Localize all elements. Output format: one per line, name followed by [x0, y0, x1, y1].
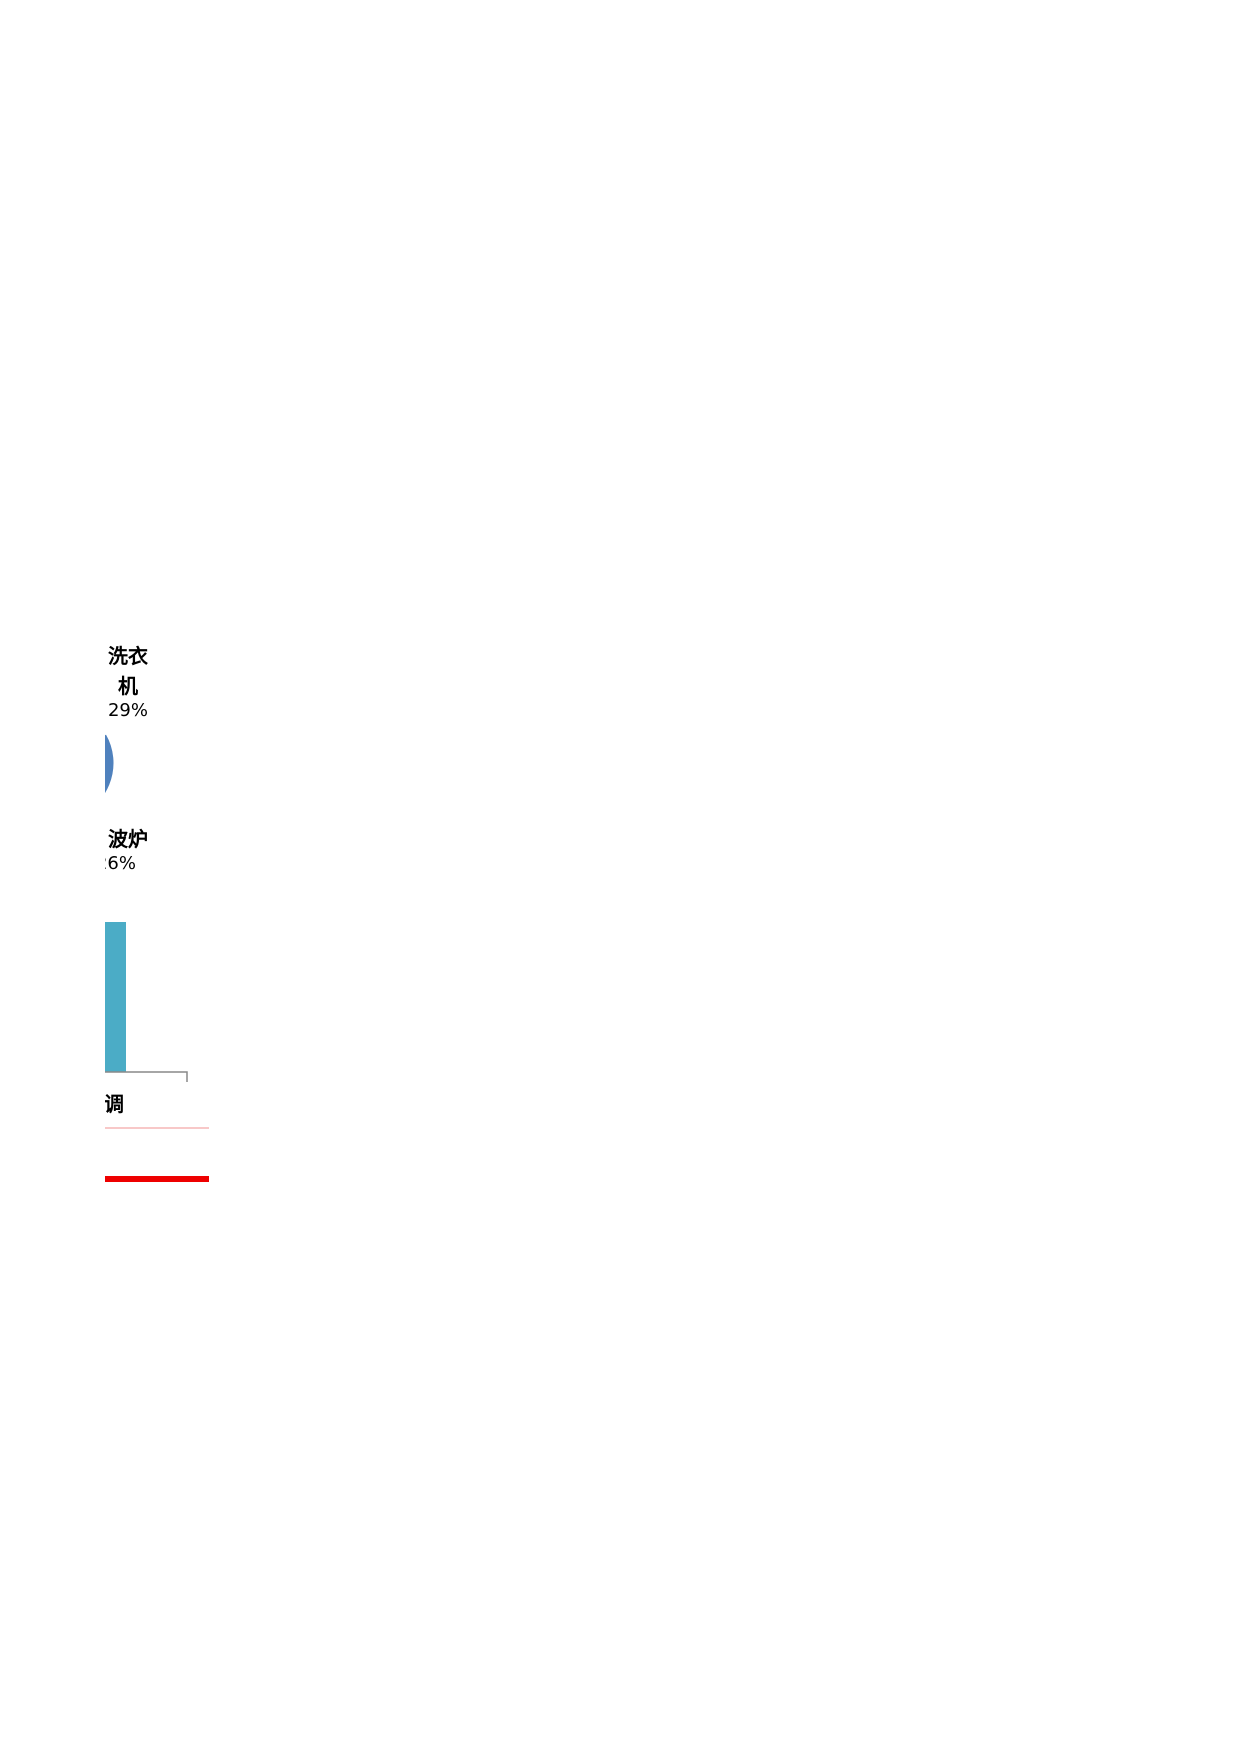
bar-category-label: 调	[105, 1092, 124, 1116]
pie-label-washing-machine-line2: 机	[118, 674, 138, 698]
x-axis-line	[105, 1071, 188, 1082]
divider-thick-rule	[105, 1176, 209, 1182]
pie-slice-washing-machine	[105, 733, 115, 795]
bar-air-conditioner	[105, 922, 126, 1072]
pie-percent-washing-machine: 29%	[108, 700, 148, 721]
pie-label-washing-machine-line1: 洗衣	[108, 644, 148, 668]
pie-percent-microwave: 26%	[105, 853, 136, 874]
bar-chart: 调	[105, 922, 188, 1116]
chart-viewport: 洗衣 机 29% 波炉 26% 调	[105, 0, 1240, 1754]
pie-chart: 洗衣 机 29% 波炉 26%	[105, 644, 148, 874]
chart-svg: 洗衣 机 29% 波炉 26% 调	[105, 644, 209, 1182]
pie-label-microwave: 波炉	[108, 827, 148, 851]
